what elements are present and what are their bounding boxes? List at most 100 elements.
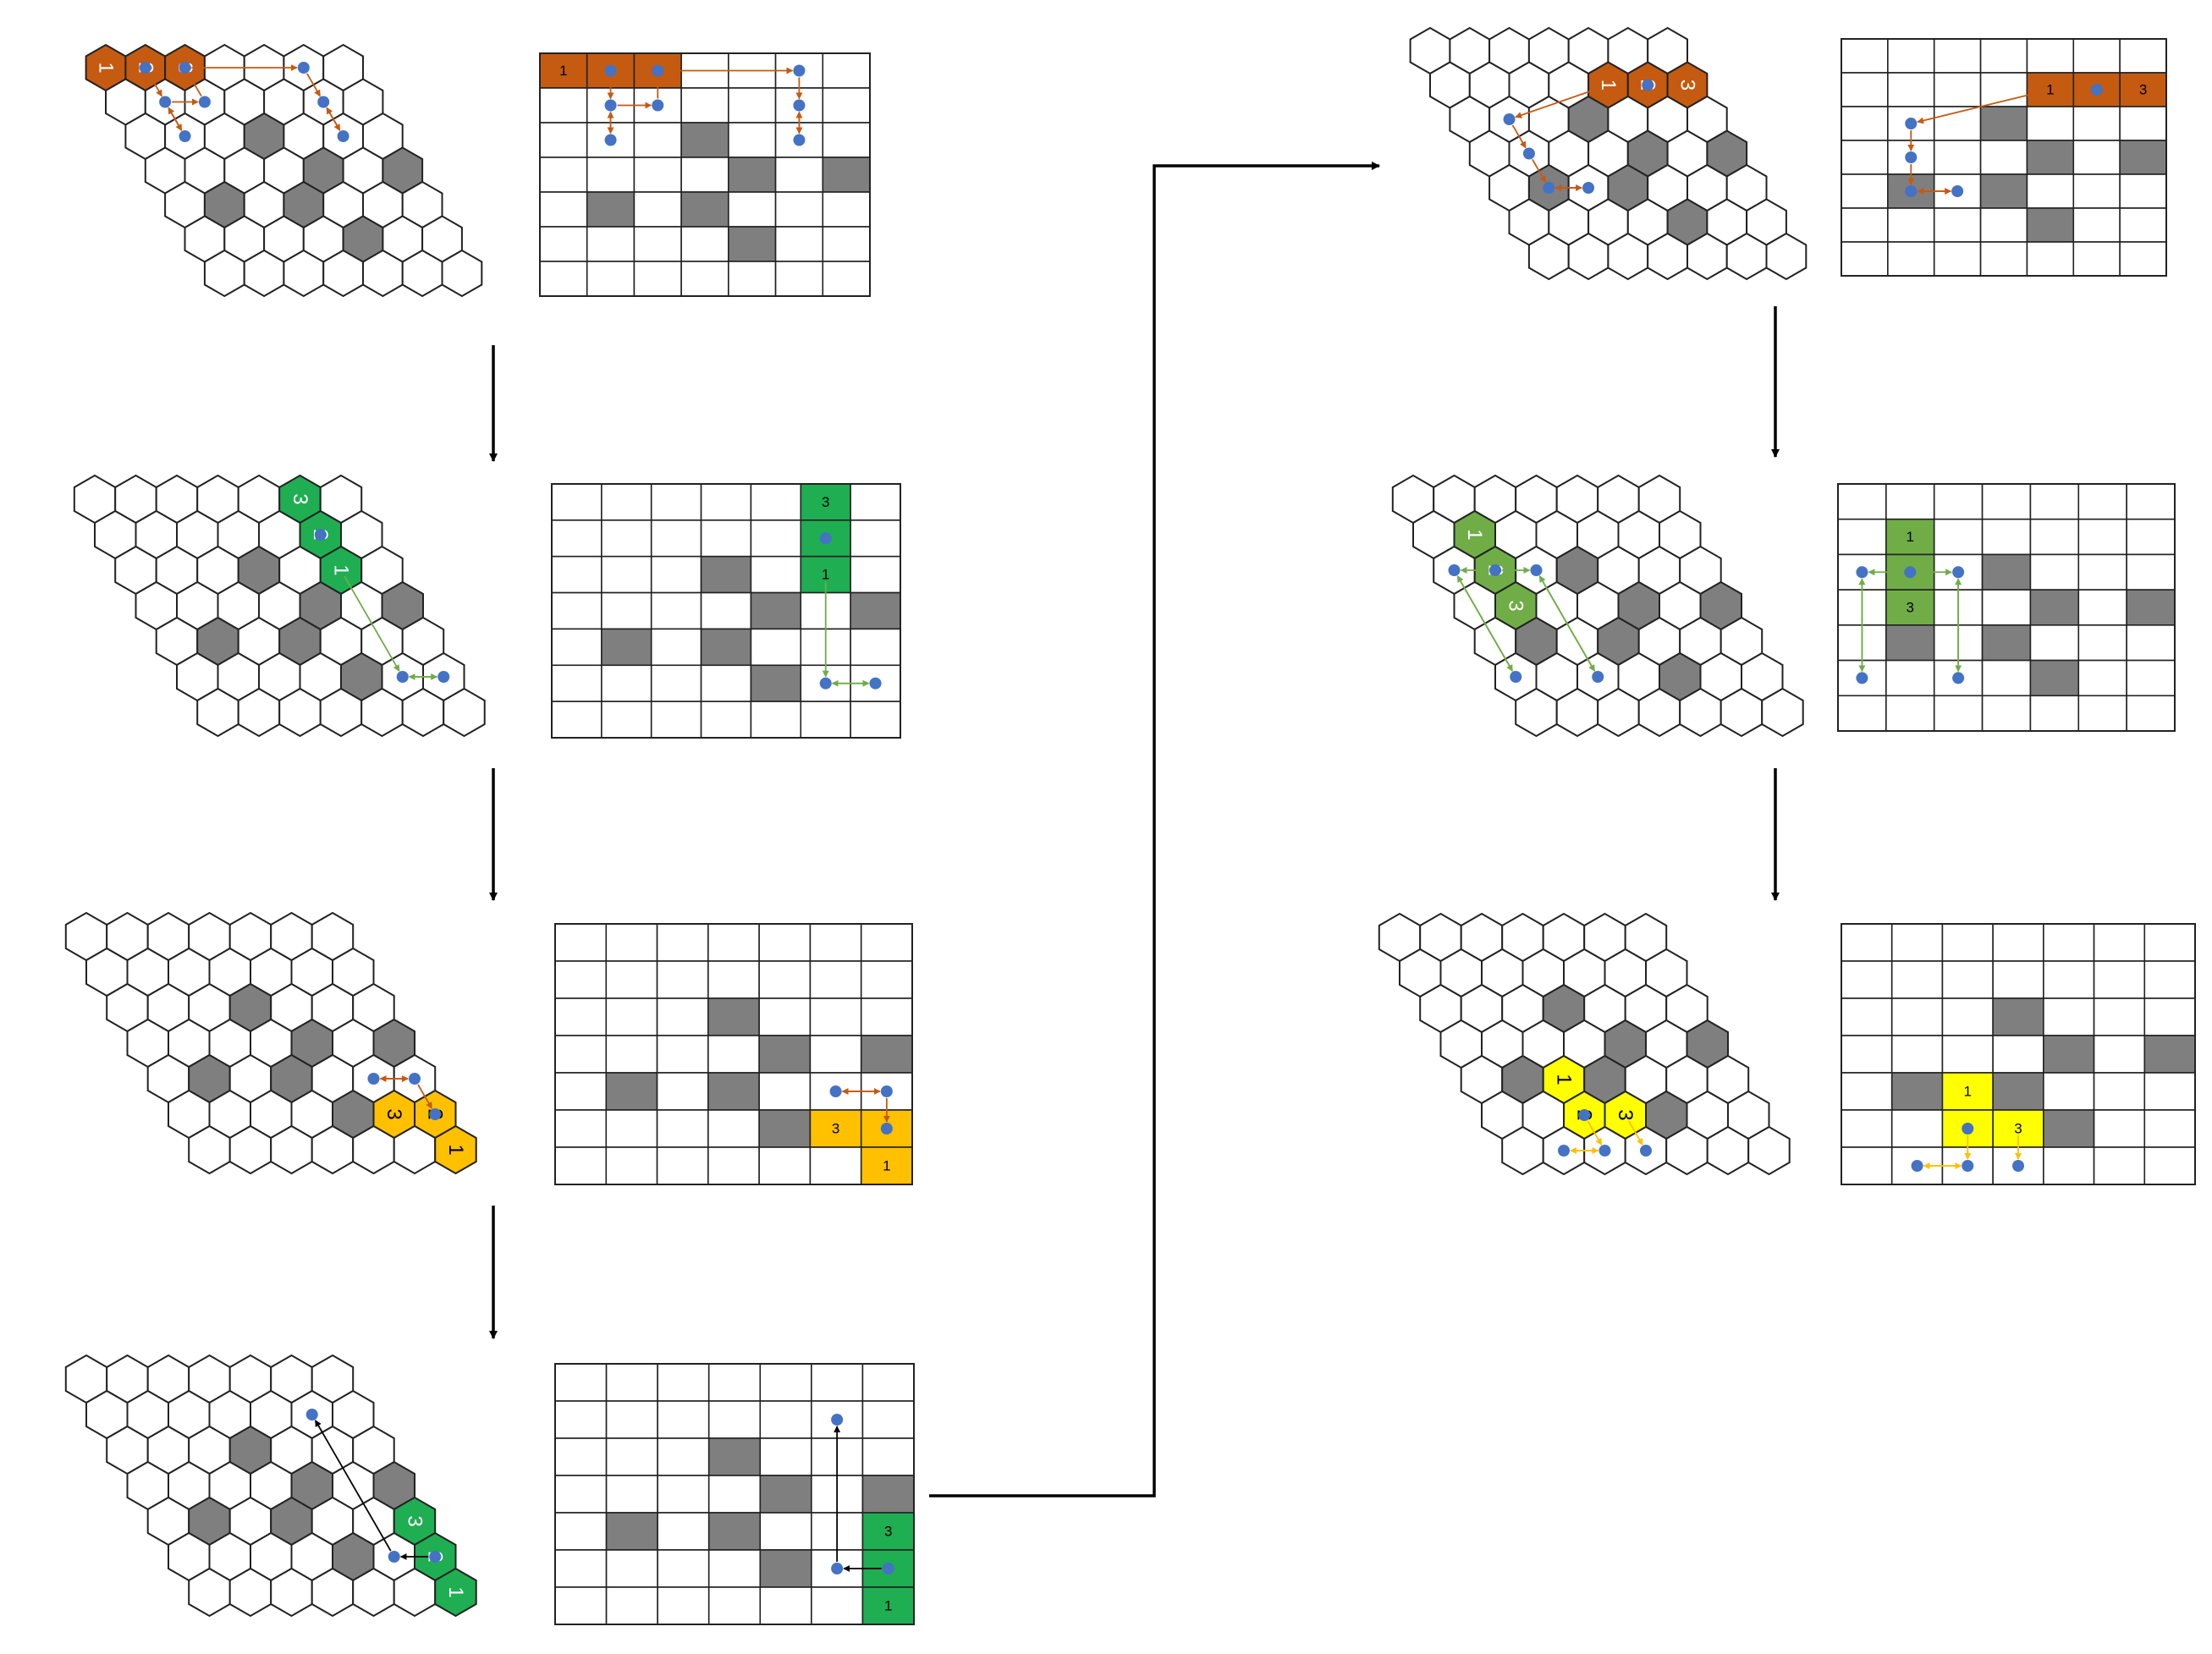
hex-move-arrows [139, 62, 349, 142]
table-cell [850, 628, 901, 667]
table-obstacle-cell [2119, 140, 2167, 175]
table-cell [1841, 1035, 1893, 1074]
table-cell [1933, 207, 1982, 243]
grid-table: 123 [1841, 38, 2167, 277]
hex-piece-label: 3 [382, 1108, 405, 1119]
table-cell [1887, 72, 1935, 107]
table-cell [2093, 997, 2146, 1036]
table-cell [680, 157, 729, 193]
table-frame [1841, 923, 2196, 1185]
position-dot [305, 1409, 318, 1420]
table-cell [2072, 241, 2121, 277]
position-dot [869, 677, 882, 690]
hex-piece-label: 3 [403, 1515, 426, 1526]
table-cell [601, 519, 652, 558]
table-cell [809, 1035, 862, 1074]
table-cell [707, 1109, 760, 1148]
table-obstacle-cell [1885, 624, 1935, 662]
table-cell [656, 960, 709, 999]
table-cell [2077, 483, 2127, 520]
position-dot [297, 62, 310, 74]
move-arrow [168, 107, 183, 131]
table-cell [657, 1586, 710, 1625]
move-arrow [306, 73, 321, 97]
table-cell [809, 997, 862, 1036]
table-cell [774, 261, 824, 297]
table-cell [657, 1512, 710, 1551]
position-dot [880, 1085, 893, 1097]
table-cell [2029, 695, 2080, 732]
table-obstacle-cell [2026, 140, 2075, 175]
table-move-arrows [1856, 566, 1965, 684]
table-cell [1981, 589, 2032, 626]
step-7-panel: 123123 [1378, 912, 2196, 1185]
table-cell [707, 1475, 762, 1514]
table-cell [1841, 106, 1889, 141]
table-cell [1841, 1146, 1893, 1185]
table-obstacle-cell [1981, 624, 2032, 662]
position-dot [429, 1551, 442, 1563]
table-cell [1981, 518, 2032, 556]
table-cell [554, 1400, 608, 1439]
position-dot [429, 1108, 442, 1120]
table-cell [650, 555, 702, 594]
move-arrow [1532, 158, 1547, 183]
position-dot [652, 99, 664, 112]
grid-table: 123 [1837, 483, 2176, 732]
table-cell [605, 1437, 658, 1476]
table-cell [774, 226, 824, 262]
table-cell [728, 87, 777, 124]
table-cell [1933, 38, 1982, 74]
table-cell [809, 1146, 862, 1185]
table-cell [554, 1512, 608, 1551]
table-obstacle-cell [2126, 589, 2176, 626]
table-cell [601, 664, 652, 702]
table-cell [1890, 997, 1944, 1036]
table-cell [554, 1363, 608, 1402]
table-cell [861, 1363, 915, 1402]
table-cell [2143, 997, 2196, 1036]
table-cell [2072, 106, 2121, 141]
table-cell [601, 555, 652, 594]
position-dot [1962, 1123, 1974, 1135]
table-cell [2043, 1072, 2095, 1111]
table-cell [539, 226, 588, 262]
table-cell [554, 1146, 608, 1185]
position-dot [1488, 564, 1501, 576]
hex-board: 321 [64, 911, 477, 1175]
table-cell [1933, 140, 1982, 175]
table-obstacle-cell [605, 1072, 658, 1111]
position-dot [396, 671, 409, 683]
hex-board: 123 [1378, 912, 1791, 1176]
table-cell [586, 226, 636, 262]
table-obstacle-cell [860, 1035, 913, 1074]
table-cell [2072, 140, 2121, 175]
position-dot [1642, 79, 1654, 91]
table-piece-cell [1941, 1072, 1994, 1111]
table-piece-label: 3 [2014, 1121, 2022, 1137]
table-cell [2143, 1146, 2196, 1185]
position-dot [1951, 185, 1964, 197]
table-piece-label: 3 [822, 494, 829, 510]
position-dot [388, 1551, 400, 1563]
table-cell [700, 664, 752, 702]
grid-table: 321 [554, 1363, 915, 1625]
hex-move-arrows [1557, 1109, 1652, 1157]
table-piece-label: 1 [883, 1158, 890, 1174]
table-obstacle-cell [586, 191, 636, 228]
hex-piece-label: 1 [1463, 529, 1486, 540]
table-move-arrows [1905, 84, 2103, 197]
hex-cell [441, 249, 483, 298]
move-arrow [344, 575, 400, 672]
table-cell [657, 1400, 710, 1439]
table-cell [1979, 140, 2028, 175]
table-obstacle-cell [680, 191, 729, 228]
hex-piece-label: 3 [1505, 600, 1527, 611]
position-dot [159, 96, 172, 108]
table-obstacle-cell [2043, 1035, 2095, 1074]
position-dot [831, 1414, 844, 1426]
table-obstacle-cell [2029, 659, 2080, 697]
table-obstacle-cell [1890, 1072, 1944, 1111]
table-cell [2126, 518, 2176, 556]
table-move-arrows [831, 1414, 894, 1574]
